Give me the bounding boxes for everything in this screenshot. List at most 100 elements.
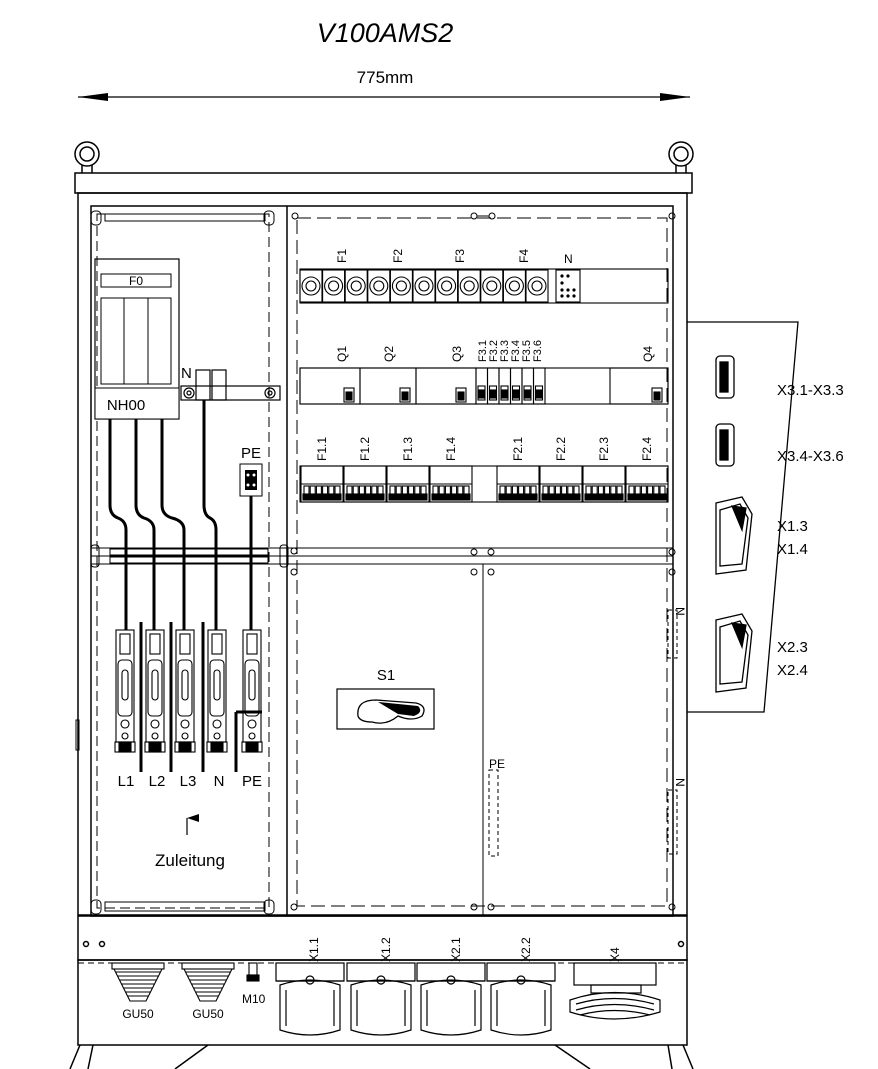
neutral-bar: N [180,365,281,401]
neutral-bar-label: N [181,365,192,382]
rcbo-unit [582,465,626,503]
terminal-label-l2: L2 [149,773,166,790]
dashed-bars [488,609,678,857]
fuse-rail [299,268,669,304]
rcbo-unit [539,465,583,503]
rcbo-label-f1-1: F1.1 [315,437,329,461]
bottom-socket [486,962,556,1036]
breaker-rail [299,367,669,405]
terminal-row [114,622,263,772]
drawing-title: V100AMS2 [317,18,454,48]
terminal-label-n: N [214,773,225,790]
bottom-socket-labels: X1.1 X1.2 X2.1 X2.2 X4 [307,937,622,962]
rcbo-unit [496,465,540,503]
terminal-block [114,629,136,753]
fuse-holder [367,269,391,303]
small-breaker [486,367,500,405]
terminal-labels: L1 L2 L3 N PE [118,773,262,790]
width-dimension: 775mm [357,68,414,87]
terminal-block [174,629,196,753]
rcbo-unit [300,465,344,503]
rcbo-labels: F1.1 F1.2 F1.3 F1.4 F2.1 F2.2 F2.3 F2.4 [315,437,654,461]
side-label-x3-1-3: X3.1-X3.3 [777,382,844,399]
side-label-x1-4: X1.4 [777,541,808,558]
terminal-label-pe: PE [242,773,262,790]
side-socket-labels: X3.1-X3.3 X3.4-X3.6 X1.3 X1.4 X2.3 X2.4 [777,382,844,679]
rcbo-rail [299,465,669,503]
breaker-label-q4: Q4 [641,346,655,362]
bottom-label-x2-1: X2.1 [449,937,463,962]
breaker-label-q1: Q1 [335,346,349,362]
terminal-label-l3: L3 [180,773,197,790]
gland-label-2: GU50 [192,1007,224,1021]
fuse-holder [412,269,436,303]
breaker-label-f3-5: F3.5 [521,340,533,362]
fuse-label-f3: F3 [453,249,467,263]
terminal-block [206,629,228,753]
breaker-label-f3-6: F3.6 [532,340,544,362]
bottom-socket [275,962,345,1036]
bottom-label-x4: X4 [608,947,622,962]
feed-label: Zuleitung [155,851,225,870]
main-switch: S1 [336,667,435,730]
breaker-label-f3-2: F3.2 [488,340,500,362]
pe-block: PE [239,445,263,497]
fuse-nh00-label: NH00 [107,397,145,414]
breaker-label-f3-3: F3.3 [499,340,511,362]
terminal-label-l1: L1 [118,773,135,790]
breaker-labels: Q1 Q2 Q3 Q4 F3.1 F3.2 F3.3 F3.4 F3.5 F3.… [335,340,655,362]
side-label-x1-3: X1.3 [777,518,808,535]
rcbo-label-f1-3: F1.3 [401,437,415,461]
rcbo-unit [625,465,669,503]
fuse-label-f1: F1 [335,249,349,263]
breaker-label-f3-4: F3.4 [510,340,522,362]
fuse-holder [457,269,481,303]
rcbo-unit [386,465,430,503]
small-breaker [521,367,535,405]
fuse-holder [525,269,549,303]
rcbo-unit [343,465,387,503]
cabinet [69,141,694,1069]
bottom-socket [346,962,416,1036]
bar-label-n-lower: N [673,778,687,787]
fuse-holder [299,269,323,303]
terminal-block [144,629,166,753]
rcbo-label-f1-4: F1.4 [444,437,458,461]
bottom-label-x1-2: X1.2 [379,937,393,962]
gland-label-1: GU50 [122,1007,154,1021]
fuse-holder [480,269,504,303]
fuse-label-f2: F2 [391,249,405,263]
fuse-holder [502,269,526,303]
fuse-holder [389,269,413,303]
side-label-x2-4: X2.4 [777,662,808,679]
side-label-x3-4-6: X3.4-X3.6 [777,448,844,465]
rcbo-label-f2-1: F2.1 [511,437,525,461]
fuse-holder [322,269,346,303]
fuse-labels: F1 F2 F3 F4 N [335,249,573,266]
fuse-label-f4: F4 [517,249,531,263]
pe-block-label: PE [241,445,261,462]
fuse-f0-label: F0 [129,274,143,288]
gland [181,962,235,1002]
feed-cables [108,400,253,630]
bottom-socket [416,962,486,1036]
incoming-fuse: F0 NH00 [94,258,180,420]
small-breaker [532,367,546,405]
bottom-label-x2-2: X2.2 [519,937,533,962]
earth-bolt-label: M10 [242,992,266,1006]
main-switch-label: S1 [377,667,395,684]
bar-label-n-upper: N [673,607,687,616]
breaker-label-f3-1: F3.1 [477,340,489,362]
gland [111,962,165,1002]
rail-neutral-label: N [564,252,573,266]
bar-label-pe: PE [489,757,505,771]
small-breaker [475,367,489,405]
bottom-label-x1-1: X1.1 [307,937,321,962]
breaker-label-q2: Q2 [382,346,396,362]
rcbo-label-f1-2: F1.2 [358,437,372,461]
cover-panels [75,210,676,916]
rcbo-unit [429,465,473,503]
rcbo-label-f2-4: F2.4 [640,437,654,461]
side-socket-box [687,321,799,713]
